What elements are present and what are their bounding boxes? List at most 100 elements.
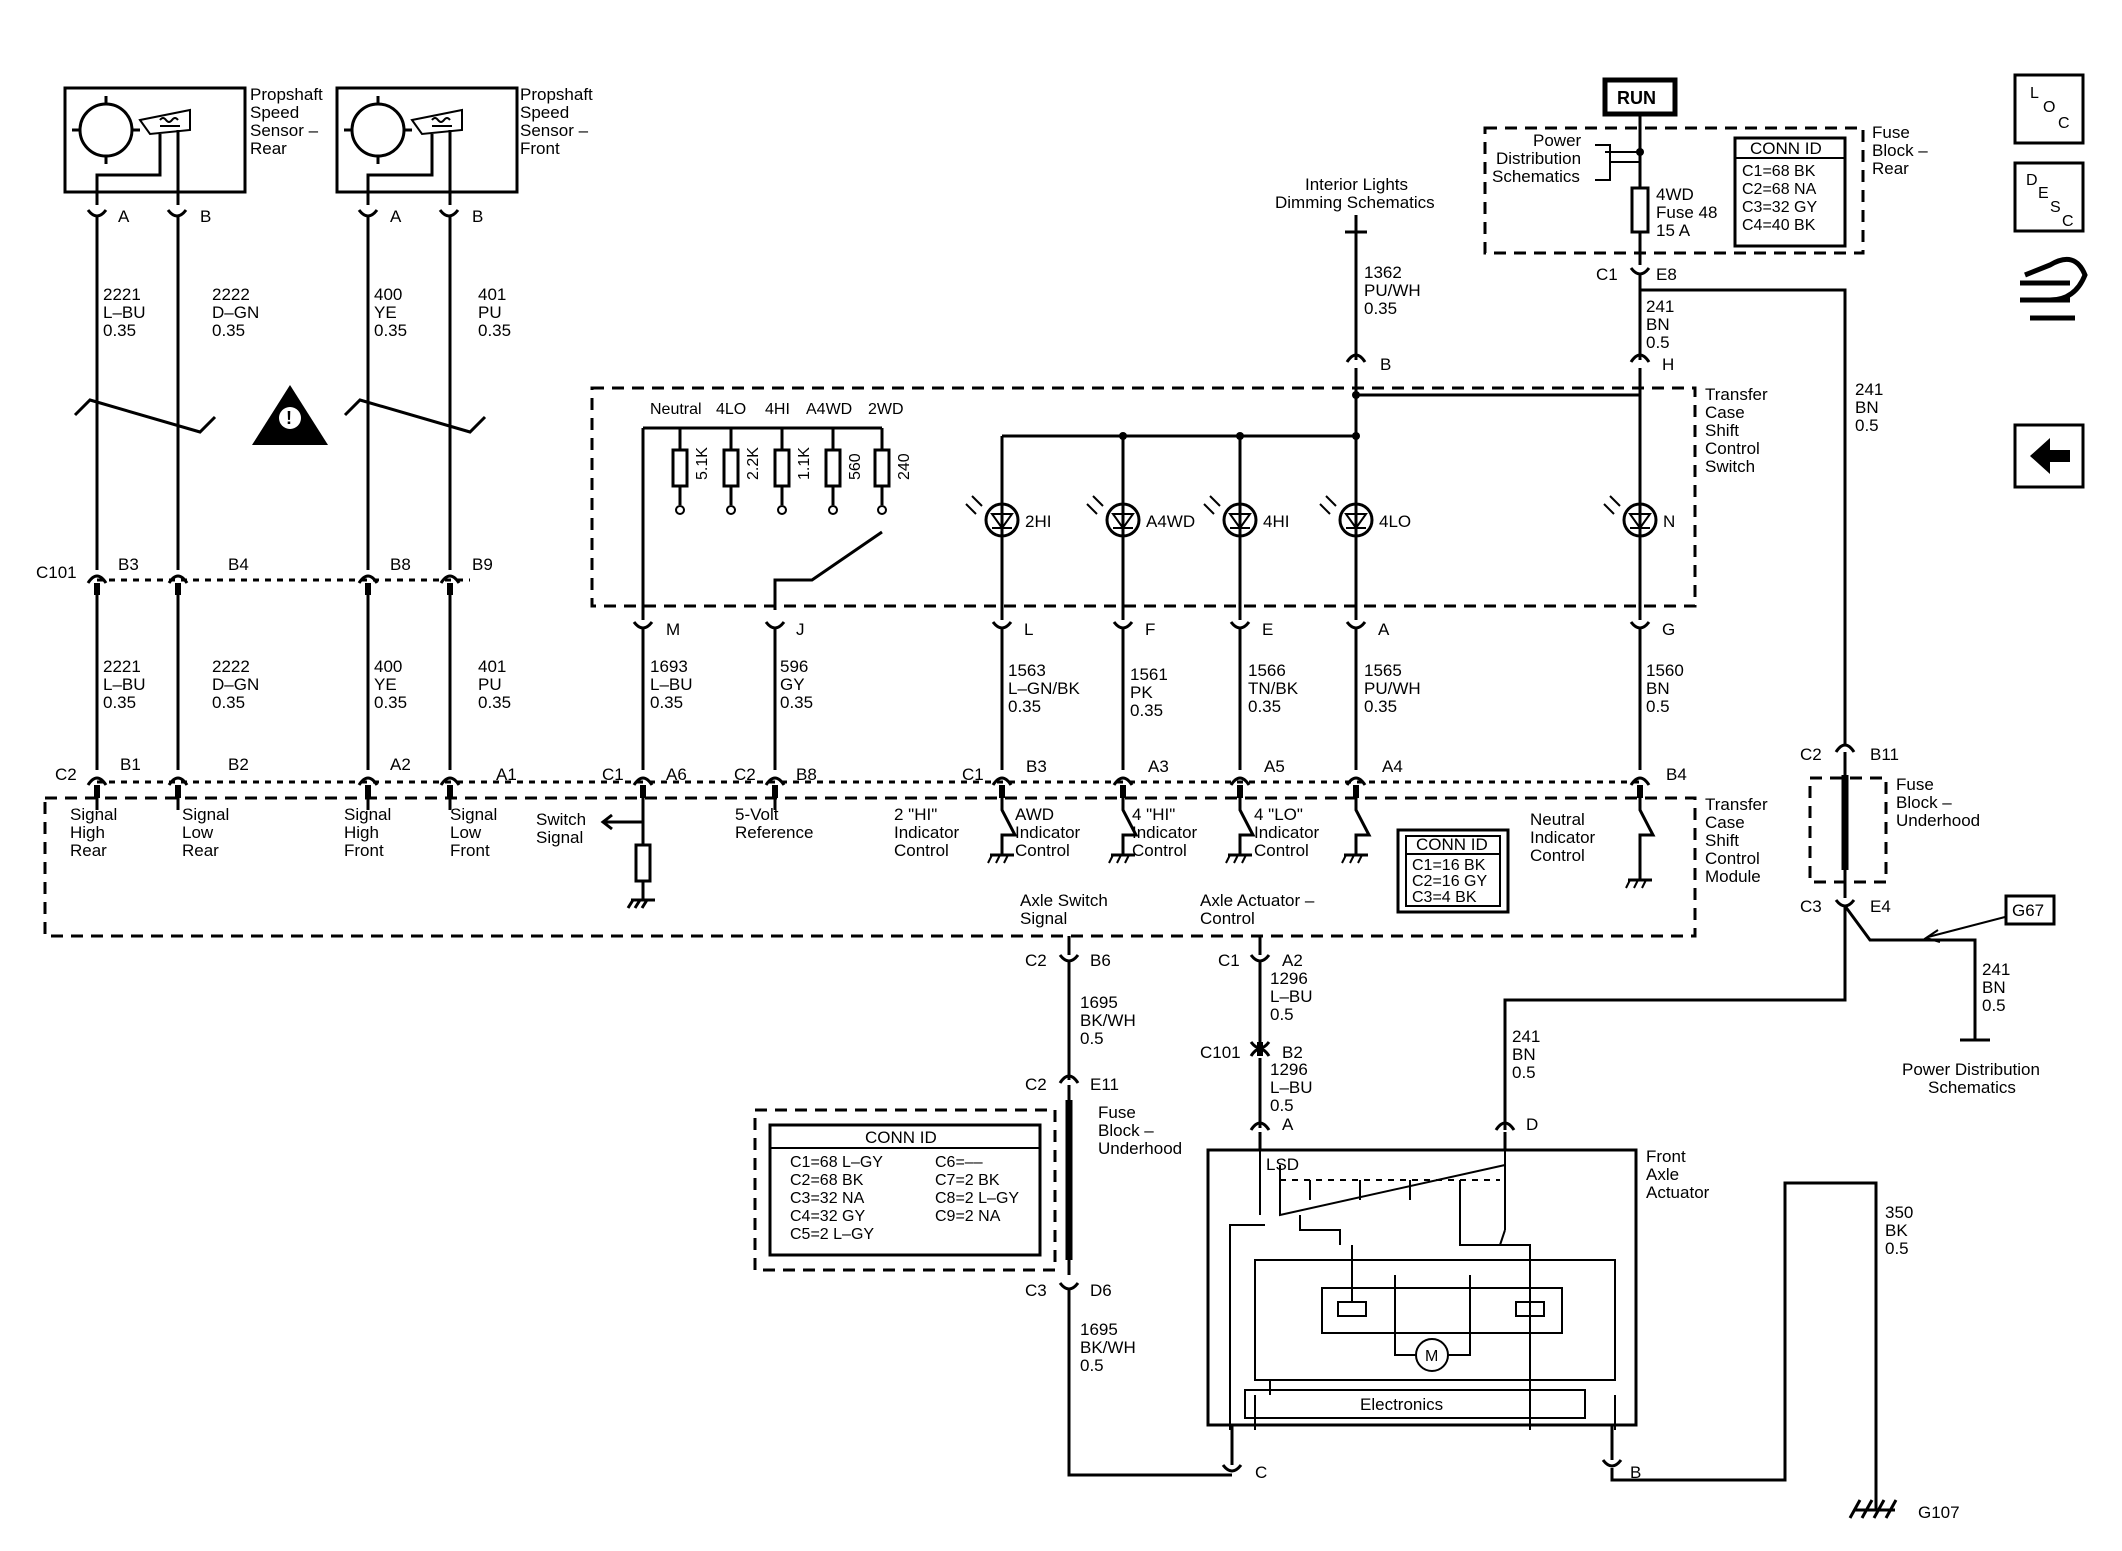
svg-text:Underhood: Underhood	[1896, 811, 1980, 830]
svg-text:C: C	[2058, 115, 2070, 132]
svg-text:Reference: Reference	[735, 823, 813, 842]
svg-text:C6=––: C6=––	[935, 1154, 983, 1171]
svg-text:PU: PU	[478, 675, 502, 694]
wire-labels-lower: 2221 L–BU 0.35 2222 D–GN 0.35 400 YE 0.3…	[103, 657, 511, 712]
module-title: Transfer Case Shift Control Module	[1705, 795, 1768, 886]
svg-text:L–BU: L–BU	[103, 303, 146, 322]
svg-text:Indicator: Indicator	[1530, 828, 1596, 847]
svg-text:A6: A6	[666, 765, 687, 784]
svg-text:Control: Control	[1015, 841, 1070, 860]
svg-text:Fuse: Fuse	[1896, 775, 1934, 794]
svg-text:1.1K: 1.1K	[796, 447, 813, 480]
svg-text:0.35: 0.35	[103, 693, 136, 712]
svg-text:1560: 1560	[1646, 661, 1684, 680]
svg-text:B9: B9	[472, 555, 493, 574]
svg-text:0.35: 0.35	[1130, 701, 1163, 720]
svg-text:C3: C3	[1025, 1281, 1047, 1300]
svg-text:0.35: 0.35	[478, 693, 511, 712]
svg-text:Fuse: Fuse	[1098, 1103, 1136, 1122]
svg-text:400: 400	[374, 657, 402, 676]
svg-text:PU: PU	[478, 303, 502, 322]
svg-text:B2: B2	[228, 755, 249, 774]
svg-text:Case: Case	[1705, 403, 1745, 422]
back-arrow-icon[interactable]	[2013, 423, 2085, 489]
svg-text:Underhood: Underhood	[1098, 1139, 1182, 1158]
connector-tools-icon[interactable]	[2020, 256, 2088, 321]
sensor-front-l1: Propshaft	[520, 85, 593, 104]
led-a4wd-icon	[1086, 495, 1141, 538]
svg-text:0.35: 0.35	[780, 693, 813, 712]
svg-text:0.5: 0.5	[1080, 1029, 1104, 1048]
led-4lo-icon	[1319, 495, 1374, 538]
motor-icon: M	[1425, 1348, 1438, 1365]
module-wires	[641, 628, 1642, 770]
svg-text:241: 241	[1855, 380, 1883, 399]
pin-a-front: A	[390, 207, 402, 226]
fuse-underhood-right: C2 B11 Fuse Block – Underhood C3 E4 G67 …	[1503, 743, 2056, 1130]
sensor-wires-upper	[95, 216, 452, 570]
svg-text:B1: B1	[120, 755, 141, 774]
svg-text:B4: B4	[228, 555, 249, 574]
svg-text:Case: Case	[1705, 813, 1745, 832]
sensor-rear-l3: Sensor –	[250, 121, 319, 140]
svg-text:2222: 2222	[212, 657, 250, 676]
svg-text:Switch: Switch	[1705, 457, 1755, 476]
svg-text:D–GN: D–GN	[212, 675, 259, 694]
svg-text:GY: GY	[780, 675, 805, 694]
svg-text:Low: Low	[182, 823, 214, 842]
svg-text:High: High	[70, 823, 105, 842]
axle-switch-wiring: C2 B6 1695 BK/WH 0.5 C2 E11 CONN ID C1=6…	[753, 936, 1232, 1477]
svg-text:0.5: 0.5	[1080, 1356, 1104, 1375]
svg-text:1362: 1362	[1364, 263, 1402, 282]
svg-text:Signal: Signal	[536, 828, 583, 847]
svg-text:C1=16 BK: C1=16 BK	[1412, 857, 1486, 874]
svg-text:1296: 1296	[1270, 1060, 1308, 1079]
svg-text:5.1K: 5.1K	[694, 447, 711, 480]
svg-text:Control: Control	[1132, 841, 1187, 860]
svg-text:C8=2 L–GY: C8=2 L–GY	[935, 1190, 1019, 1207]
svg-text:Actuator: Actuator	[1646, 1183, 1710, 1202]
svg-text:A4WD: A4WD	[806, 401, 852, 418]
desc-icon[interactable]: D E S C	[2013, 161, 2085, 233]
svg-text:B4: B4	[1666, 765, 1687, 784]
svg-text:Indicator: Indicator	[1132, 823, 1198, 842]
svg-text:YE: YE	[374, 303, 397, 322]
svg-text:C: C	[2062, 213, 2074, 230]
svg-text:G: G	[1662, 620, 1675, 639]
svg-text:Block –: Block –	[1872, 141, 1928, 160]
svg-text:E11: E11	[1090, 1075, 1119, 1094]
svg-text:CONN ID: CONN ID	[865, 1128, 937, 1147]
svg-text:2.2K: 2.2K	[745, 447, 762, 480]
svg-text:!: !	[286, 408, 292, 428]
c101-pins	[86, 574, 461, 595]
svg-text:D–GN: D–GN	[212, 303, 259, 322]
svg-text:C2: C2	[1025, 951, 1047, 970]
svg-text:596: 596	[780, 657, 808, 676]
loc-icon[interactable]: L O C	[2013, 73, 2085, 145]
svg-text:4LO: 4LO	[716, 401, 746, 418]
svg-text:0.5: 0.5	[1512, 1063, 1536, 1082]
svg-text:C2=68 NA: C2=68 NA	[1742, 181, 1817, 198]
sensor-rear	[63, 86, 247, 205]
sensor-front	[335, 86, 519, 205]
svg-text:Transfer: Transfer	[1705, 385, 1768, 404]
svg-text:C1=68 BK: C1=68 BK	[1742, 163, 1816, 180]
svg-text:L–BU: L–BU	[1270, 987, 1313, 1006]
svg-text:C2: C2	[1800, 745, 1822, 764]
svg-text:L–BU: L–BU	[1270, 1078, 1313, 1097]
module-pin-labels: C2 B1 B2 A2 A1 C1 A6 C2 B8 C1 B3 A3 A5 A…	[55, 755, 1687, 784]
svg-text:A2: A2	[390, 755, 411, 774]
svg-text:4HI: 4HI	[1263, 512, 1289, 531]
svg-text:PU/WH: PU/WH	[1364, 281, 1421, 300]
svg-text:1695: 1695	[1080, 993, 1118, 1012]
svg-text:C1: C1	[1218, 951, 1240, 970]
twisted-pair-marks	[73, 398, 487, 434]
svg-text:D: D	[2026, 172, 2038, 189]
led-bus	[1002, 395, 1358, 438]
svg-text:C2=16 GY: C2=16 GY	[1412, 873, 1487, 890]
interior-lights: Interior Lights Dimming Schematics B 136…	[1275, 175, 1435, 374]
svg-text:2HI: 2HI	[1025, 512, 1051, 531]
svg-text:Schematics: Schematics	[1928, 1078, 2016, 1097]
